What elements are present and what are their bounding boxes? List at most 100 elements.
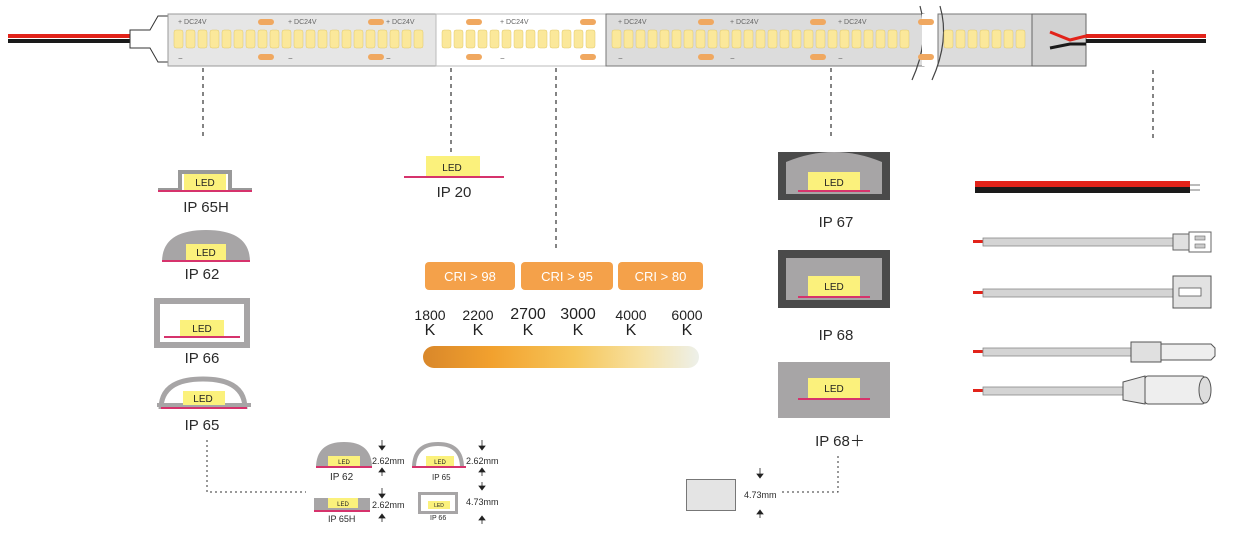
led-chip xyxy=(573,29,584,49)
led-chip xyxy=(549,29,560,49)
led-chip xyxy=(887,29,898,49)
led-chip xyxy=(353,29,364,49)
led-chip xyxy=(537,29,548,49)
ip66-profile-icon: LED xyxy=(154,298,250,348)
height-ip65h: 2.62mm xyxy=(372,500,405,510)
led-chip xyxy=(695,29,706,49)
ip68plus-dimension-arrows xyxy=(756,468,764,518)
led-chip xyxy=(743,29,754,49)
led-chip xyxy=(305,29,316,49)
led-chip xyxy=(477,29,488,49)
led-chip xyxy=(269,29,280,49)
led-chip xyxy=(185,29,196,49)
led-chip xyxy=(197,29,208,49)
profile-dimension-panel: LED LED LED LED xyxy=(314,440,486,524)
svg-text:LED: LED xyxy=(338,460,350,466)
strip-labels: + DC24V−+ DC24V−+ DC24V−+ DC24V−+ DC24V−… xyxy=(178,19,867,63)
cri-80-badge: CRI > 80 xyxy=(618,262,703,290)
voltage-label: + DC24V xyxy=(618,19,647,26)
svg-text:LED: LED xyxy=(824,178,843,189)
solder-pad xyxy=(918,19,934,25)
small-ip66-label: IP 66 xyxy=(430,515,447,522)
voltage-label: + DC24V xyxy=(288,19,317,26)
height-ip66: 4.73mm xyxy=(466,497,499,507)
minus-label: − xyxy=(618,54,623,63)
left-end-cap xyxy=(129,15,173,63)
ip65-profile-icon: LED xyxy=(157,376,251,410)
solder-pad xyxy=(466,19,482,25)
led-chip xyxy=(465,29,476,49)
led-chip xyxy=(365,29,376,49)
solder-pad xyxy=(368,19,384,25)
svg-text:LED: LED xyxy=(337,502,349,508)
voltage-label: + DC24V xyxy=(730,19,759,26)
solder-pad xyxy=(258,19,274,25)
led-chip xyxy=(611,29,622,49)
solder-pad xyxy=(698,19,714,25)
led-label: LED xyxy=(195,178,214,189)
led-chip xyxy=(317,29,328,49)
led-chip xyxy=(1003,29,1014,49)
led-chip xyxy=(707,29,718,49)
ip67-profile-icon: LED xyxy=(778,152,890,200)
solder-pad xyxy=(918,54,934,60)
small-ip62-label: IP 62 xyxy=(330,472,354,483)
led-chip xyxy=(389,29,400,49)
svg-text:LED: LED xyxy=(824,282,843,293)
led-chip xyxy=(245,29,256,49)
svg-text:LED: LED xyxy=(196,248,215,259)
led-chip xyxy=(501,29,512,49)
minus-label: − xyxy=(386,54,391,63)
solder-pad xyxy=(810,54,826,60)
ip68plus-small-profile xyxy=(686,479,736,511)
led-chip xyxy=(453,29,464,49)
led-chip xyxy=(899,29,910,49)
led-chip xyxy=(839,29,850,49)
minus-label: − xyxy=(730,54,735,63)
color-temperature-gradient xyxy=(423,346,699,368)
strip-leds xyxy=(173,19,1026,60)
led-chip xyxy=(635,29,646,49)
led-strip-illustration: + DC24V−+ DC24V−+ DC24V−+ DC24V−+ DC24V−… xyxy=(8,5,1206,81)
voltage-label: + DC24V xyxy=(178,19,207,26)
cable-options xyxy=(973,181,1216,405)
ip68-profile-icon: LED xyxy=(778,250,890,308)
led-chip xyxy=(943,29,954,49)
ip62-label: IP 62 xyxy=(184,266,220,283)
voltage-label: + DC24V xyxy=(838,19,867,26)
solder-pad xyxy=(580,19,596,25)
led-chip xyxy=(293,29,304,49)
led-chip xyxy=(257,29,268,49)
solder-pad xyxy=(698,54,714,60)
led-chip xyxy=(767,29,778,49)
ip66-label: IP 66 xyxy=(184,350,220,367)
led-chip xyxy=(561,29,572,49)
cri-98-badge: CRI > 98 xyxy=(425,262,515,290)
right-wire xyxy=(1049,30,1206,50)
led-chip xyxy=(827,29,838,49)
led-chip xyxy=(755,29,766,49)
led-chip xyxy=(489,29,500,49)
led-chip xyxy=(513,29,524,49)
height-ip62: 2.62mm xyxy=(372,456,405,466)
led-chip xyxy=(671,29,682,49)
voltage-label: + DC24V xyxy=(500,19,529,26)
bare-wire-option xyxy=(975,181,1200,193)
led-chip xyxy=(173,29,184,49)
svg-text:LED: LED xyxy=(434,460,446,466)
led-chip xyxy=(623,29,634,49)
jst-female-connector-option xyxy=(973,275,1212,309)
led-chip xyxy=(233,29,244,49)
height-ip65: 2.62mm xyxy=(466,456,499,466)
led-chip xyxy=(401,29,412,49)
small-ip65-label: IP 65 xyxy=(432,473,451,482)
svg-text:LED: LED xyxy=(192,324,211,335)
cri-95-badge: CRI > 95 xyxy=(521,262,613,290)
led-chip xyxy=(1015,29,1026,49)
dc-female-jack-option xyxy=(973,375,1212,405)
led-chip xyxy=(731,29,742,49)
ip68plus-label: IP 68＋ xyxy=(815,433,865,450)
